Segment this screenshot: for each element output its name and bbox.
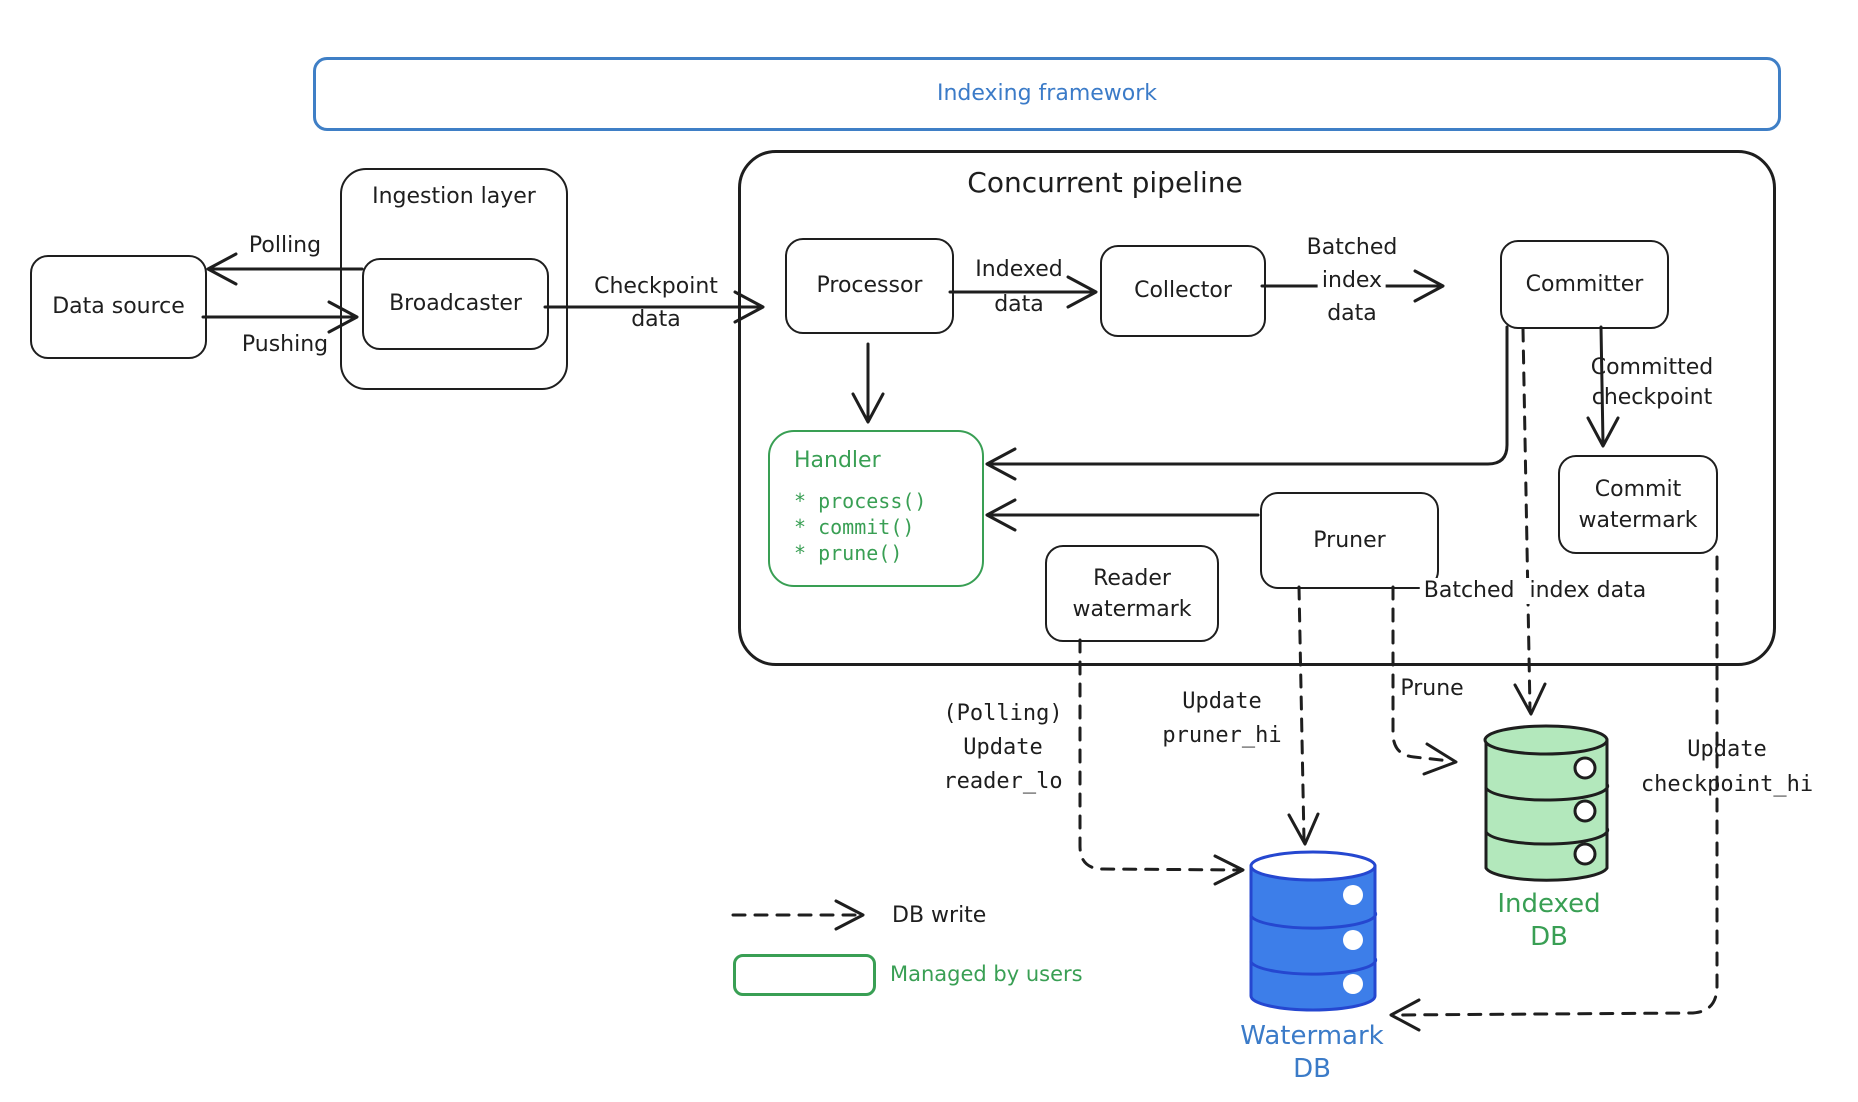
handler-method-commit: * commit() [794,515,915,539]
polling-label: Polling [248,233,322,258]
concurrent-pipeline-box [738,150,1776,666]
legend-db-write-label: DB write [892,903,987,928]
handler-method-prune: * prune() [794,541,903,565]
pushing-arrow [201,300,359,334]
watermark-db-cylinder [1249,850,1378,1012]
data-source-box: Data source [30,255,207,359]
indexing-framework-title: Indexing framework [936,81,1158,106]
batched-index-data-top-label: Batched index data [1306,235,1398,326]
handler-content: Handler * process() * commit() * prune() [794,446,926,566]
handler-method-process: * process() [794,489,927,513]
legend-managed-box [733,954,876,996]
processor-box: Processor [785,238,954,334]
update-pruner-hi-label: Update pruner_hi [1162,689,1282,748]
concurrent-pipeline-title: Concurrent pipeline [967,166,1243,199]
update-checkpoint-hi-label: Update checkpoint_hi [1640,737,1814,797]
update-reader-lo-label: (Polling) Update reader_lo [943,701,1063,794]
ingestion-layer-box: Ingestion layer [340,168,568,390]
committed-checkpoint-label: Committed checkpoint [1590,355,1714,410]
indexed-data-label: Indexed data [975,257,1063,317]
committer-box: Committer [1500,240,1669,329]
ingestion-layer-label: Ingestion layer [372,184,536,209]
indexed-db-label: Indexed DB [1497,889,1601,952]
collector-box: Collector [1100,245,1266,337]
processor-label: Processor [816,273,923,298]
collector-label: Collector [1134,278,1232,303]
indexing-framework-box: Indexing framework [313,57,1781,131]
update-reader-lo-dashed-arrow [1078,638,1245,886]
broadcaster-label: Broadcaster [389,291,522,316]
legend-managed-by-users-label: Managed by users [890,962,1083,986]
committer-label: Committer [1525,271,1644,297]
pruner-label: Pruner [1313,527,1386,553]
pushing-label: Pushing [241,332,329,357]
indexed-db-cylinder [1483,724,1610,882]
prune-label: Prune [1400,676,1464,701]
watermark-db-label: Watermark DB [1240,1021,1384,1084]
broadcaster-box: Broadcaster [362,258,549,350]
checkpoint-data-label: Checkpoint data [594,274,718,332]
handler-title: Handler [794,448,881,473]
handler-box: Handler * process() * commit() * prune() [768,430,984,587]
batched-index-data-bottom-label: Batched index data [1419,573,1651,604]
pruner-box: Pruner [1260,492,1439,589]
legend-db-write-arrow [731,899,865,931]
data-source-label: Data source [52,294,185,319]
